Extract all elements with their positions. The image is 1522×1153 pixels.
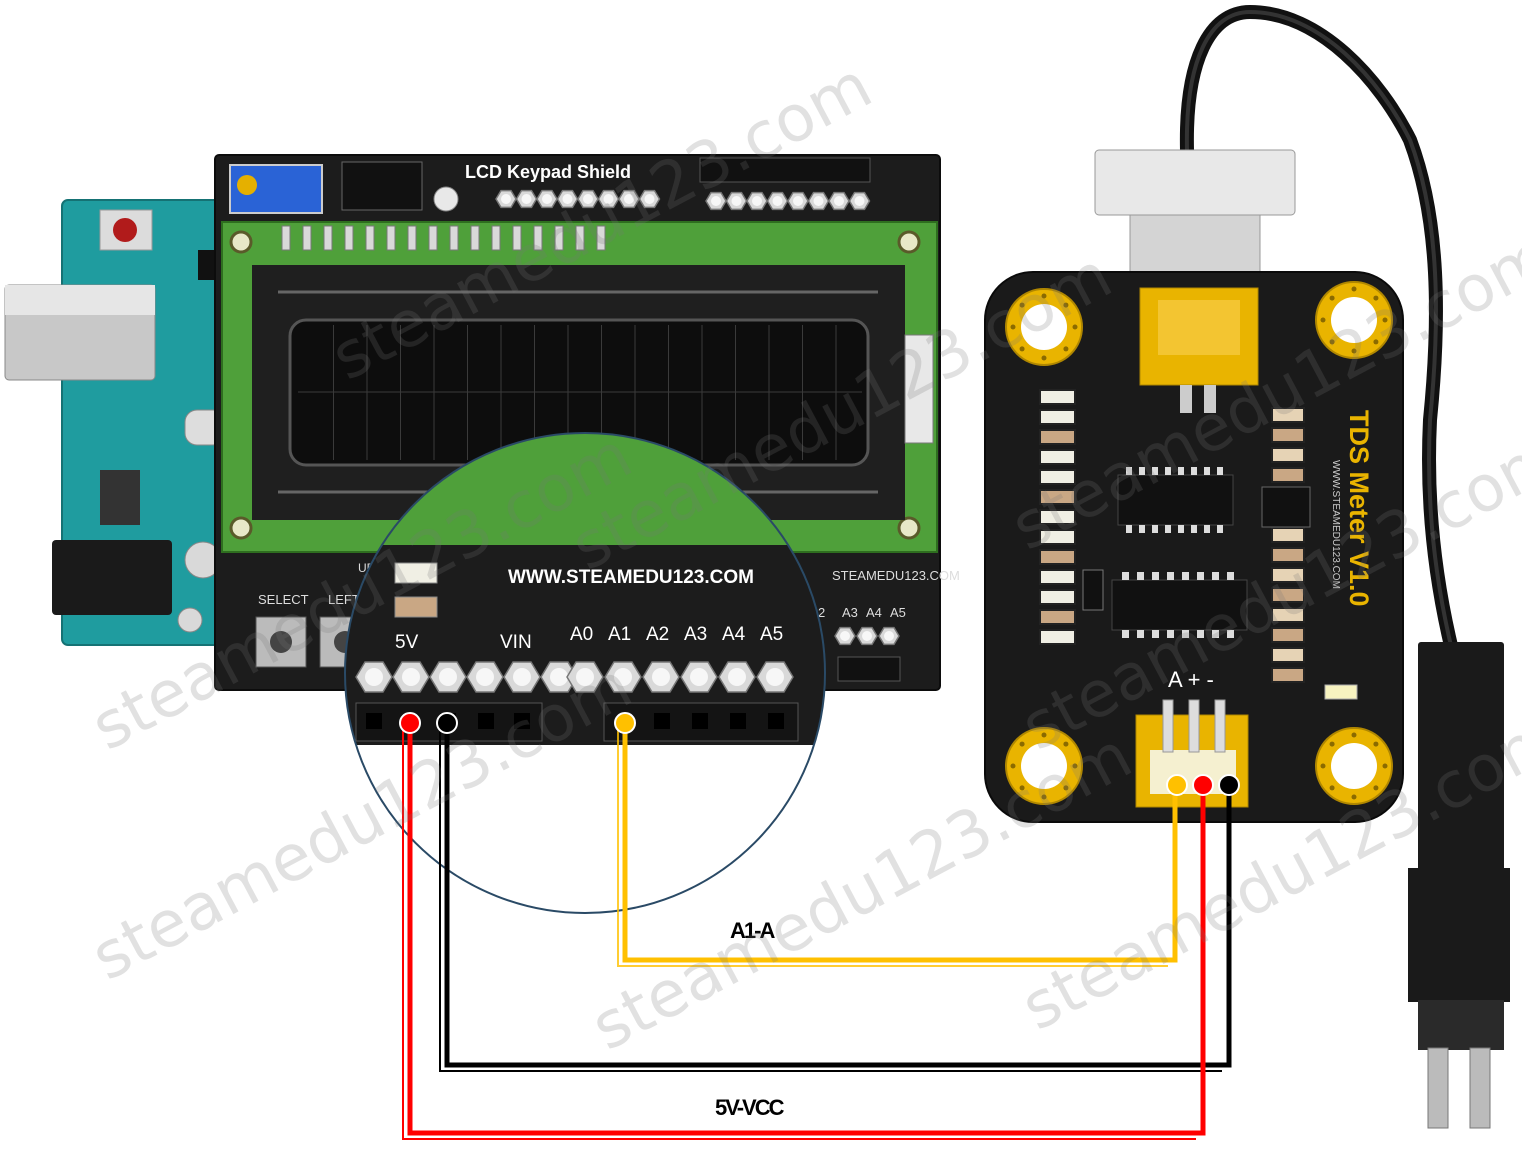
ic-chip bbox=[1111, 579, 1248, 631]
small-analog-label: A3 bbox=[842, 605, 858, 620]
zoom-analog-label: A2 bbox=[646, 624, 669, 645]
zoom-analog-label: A1 bbox=[608, 624, 631, 645]
lcd-pin-row bbox=[281, 225, 606, 251]
power-wire bbox=[407, 725, 1206, 1136]
power-wire-end bbox=[399, 712, 421, 734]
power-jack bbox=[52, 540, 172, 615]
tds-pin-labels: A + - bbox=[1168, 667, 1214, 692]
potentiometer-screw-icon bbox=[237, 175, 257, 195]
ground-wire bbox=[444, 725, 1232, 1068]
zoom-analog-label: A0 bbox=[570, 624, 593, 645]
arduino-board bbox=[4, 199, 228, 646]
zoom-analog-labels: A0 A1 A2 A3 A4 A5 bbox=[570, 624, 783, 645]
tds-probe bbox=[1418, 642, 1504, 872]
zoom-analog-pads bbox=[566, 661, 794, 693]
probe-plug bbox=[1094, 149, 1296, 216]
small-analog-labels: 2 A3 A4 A5 bbox=[818, 605, 906, 646]
ground-wire-end bbox=[436, 712, 458, 734]
shield-title: LCD Keypad Shield bbox=[465, 162, 631, 182]
signal-wire-end bbox=[614, 712, 636, 734]
power-wire-label: 5V-VCC bbox=[715, 1095, 785, 1120]
signal-wire-label: A1-A bbox=[730, 918, 775, 943]
website-small: STEAMEDU123.COM bbox=[832, 568, 960, 583]
wires: A1-A 5V-VCC bbox=[399, 712, 1240, 1140]
zoom-5v-label: 5V bbox=[395, 632, 419, 653]
mounting-holes bbox=[1005, 281, 1393, 805]
digital-header-right bbox=[705, 191, 871, 211]
zoom-analog-label: A3 bbox=[684, 624, 707, 645]
zoom-analog-label: A5 bbox=[760, 624, 783, 645]
small-analog-label: A5 bbox=[890, 605, 906, 620]
tds-meter-board: TDS Meter V1.0 WWW.STEAMEDU123.COM A + - bbox=[984, 271, 1404, 823]
digital-header-left bbox=[495, 189, 661, 209]
ic-chip bbox=[1117, 474, 1234, 526]
tds-website: WWW.STEAMEDU123.COM bbox=[1330, 460, 1341, 589]
left-label: LEFT bbox=[328, 592, 360, 607]
tds-title: TDS Meter V1.0 bbox=[1344, 410, 1374, 607]
power-led bbox=[1324, 684, 1358, 700]
tds-probe-cable bbox=[1094, 4, 1510, 1129]
zoom-website: WWW.STEAMEDU123.COM bbox=[508, 567, 754, 588]
small-analog-label: 2 bbox=[818, 605, 825, 620]
select-label: SELECT bbox=[258, 592, 309, 607]
reset-button[interactable] bbox=[113, 218, 137, 242]
zoom-analog-label: A4 bbox=[722, 624, 746, 645]
lcd-character-grid bbox=[298, 325, 862, 460]
zoom-vin-label: VIN bbox=[500, 632, 532, 653]
signal-wire bbox=[622, 725, 1178, 963]
small-analog-label: A4 bbox=[866, 605, 882, 620]
zoom-magnifier: WWW.STEAMEDU123.COM 5V VIN A0 A1 A2 A3 A4 A5 bbox=[344, 432, 826, 914]
zoom-power-pads bbox=[355, 661, 578, 693]
